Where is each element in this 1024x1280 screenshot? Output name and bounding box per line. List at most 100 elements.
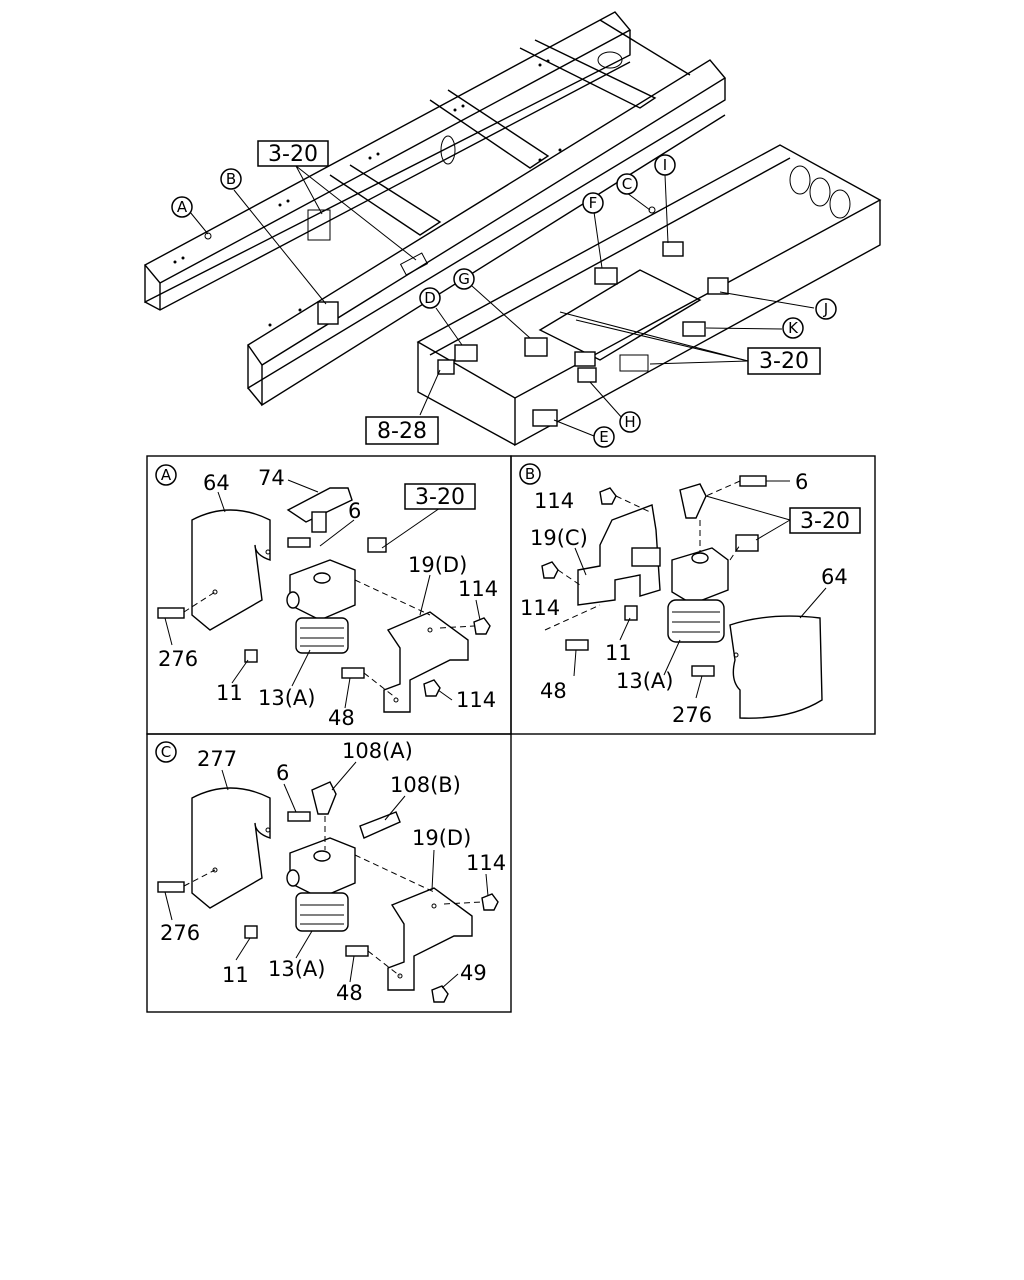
filter-element: [295, 617, 349, 654]
panel-a: A: [155, 464, 498, 730]
svg-text:C: C: [161, 743, 171, 761]
label-49: 49: [460, 961, 487, 985]
filter-head: [671, 547, 729, 605]
marker-f[interactable]: F: [582, 192, 604, 214]
marker-h[interactable]: H: [619, 411, 641, 433]
elbow-fitting: [679, 483, 707, 519]
bolt-6: [287, 537, 311, 548]
heat-shield: [729, 615, 823, 719]
svg-text:K: K: [788, 319, 799, 337]
svg-text:E: E: [599, 428, 608, 446]
label-48: 48: [336, 981, 363, 1005]
marker-j[interactable]: J: [815, 298, 837, 320]
nut-114-upper: [473, 617, 491, 635]
svg-text:C: C: [622, 175, 632, 193]
overview-markers: A B C I F G D J K H E: [171, 154, 837, 448]
svg-text:3-20: 3-20: [415, 485, 465, 510]
bolt-48: [341, 667, 365, 679]
ref-box-3-20-right[interactable]: 3-20: [747, 347, 821, 375]
connector-108b: [359, 811, 401, 839]
svg-text:8-28: 8-28: [377, 419, 427, 444]
panel-c-marker: C: [155, 741, 177, 763]
label-19d: 19(D): [408, 553, 467, 577]
elbow-108a: [311, 781, 337, 815]
marker-e[interactable]: E: [593, 426, 615, 448]
label-6: 6: [795, 470, 808, 494]
plug-11: [244, 649, 258, 663]
heat-shield: [191, 787, 271, 909]
label-13a: 13(A): [268, 957, 325, 981]
panel-b: B: [519, 463, 861, 727]
nut-114-lower: [423, 679, 441, 697]
marker-c[interactable]: C: [616, 173, 638, 195]
label-13a: 13(A): [258, 686, 315, 710]
marker-b[interactable]: B: [220, 168, 242, 190]
svg-text:B: B: [226, 170, 236, 188]
label-114-lower: 114: [456, 688, 496, 712]
nut-114-lower: [541, 561, 559, 579]
ref-box-8-28[interactable]: 8-28: [365, 416, 439, 445]
heat-shield: [191, 509, 271, 631]
panel-c: C: [155, 739, 506, 1005]
svg-text:3-20: 3-20: [759, 349, 809, 374]
svg-text:G: G: [458, 270, 470, 288]
label-108b: 108(B): [390, 773, 461, 797]
fitting: [367, 537, 387, 553]
marker-i[interactable]: I: [654, 154, 676, 176]
plug-11: [244, 925, 258, 939]
nut-114: [481, 893, 499, 911]
svg-text:I: I: [663, 156, 667, 174]
svg-text:3-20: 3-20: [800, 509, 850, 534]
panel-c-frame: [146, 733, 512, 1013]
bolt-6: [739, 475, 767, 487]
label-276: 276: [672, 703, 712, 727]
marker-g[interactable]: G: [453, 268, 475, 290]
label-277: 277: [197, 747, 237, 771]
label-74: 74: [258, 466, 285, 490]
svg-text:3-20: 3-20: [268, 142, 318, 167]
plug-11: [624, 605, 638, 621]
nut-49: [431, 985, 449, 1003]
label-114-upper: 114: [458, 577, 498, 601]
label-108a: 108(A): [342, 739, 413, 763]
filter-head: [289, 837, 356, 899]
label-64: 64: [821, 565, 848, 589]
label-276: 276: [158, 647, 198, 671]
svg-text:A: A: [161, 466, 172, 484]
marker-d[interactable]: D: [419, 287, 441, 309]
label-13a: 13(A): [616, 669, 673, 693]
chassis-frame: [143, 11, 882, 447]
ref-box-3-20-left[interactable]: 3-20: [257, 140, 329, 167]
label-114-upper: 114: [534, 489, 574, 513]
label-114: 114: [466, 851, 506, 875]
panel-b-ref-3-20[interactable]: 3-20: [789, 507, 861, 534]
filter-head: [289, 559, 356, 621]
label-48: 48: [328, 706, 355, 730]
bracket: [387, 887, 473, 991]
bolt-276: [157, 607, 185, 619]
svg-text:J: J: [823, 300, 828, 318]
label-11: 11: [222, 963, 249, 987]
label-48: 48: [540, 679, 567, 703]
label-19d: 19(D): [412, 826, 471, 850]
nut-114-upper: [599, 487, 617, 505]
label-11: 11: [216, 681, 243, 705]
svg-text:B: B: [525, 465, 535, 483]
bracket: [383, 611, 469, 713]
label-6: 6: [348, 499, 361, 523]
marker-a[interactable]: A: [171, 196, 193, 218]
overview-leaders: [189, 165, 815, 437]
bracket: [577, 504, 661, 606]
sensor: [286, 487, 353, 523]
panel-a-ref-3-20[interactable]: 3-20: [404, 483, 476, 510]
panel-b-frame: [510, 455, 876, 735]
bolt-276: [157, 881, 185, 893]
bolt-48: [345, 945, 369, 957]
marker-k[interactable]: K: [782, 317, 804, 339]
panel-b-marker: B: [519, 463, 541, 485]
label-11: 11: [605, 641, 632, 665]
panel-a-marker: A: [155, 464, 177, 486]
filter-element: [295, 892, 349, 932]
label-64: 64: [203, 471, 230, 495]
label-114-lower: 114: [520, 596, 560, 620]
